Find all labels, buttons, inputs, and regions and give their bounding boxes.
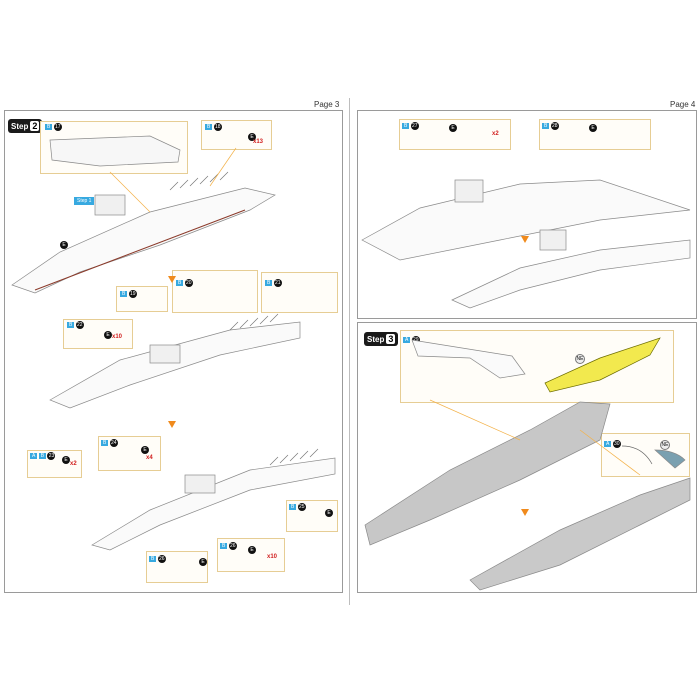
page-label-left: Page 3 [314,100,340,109]
step-3-tag: Step 3 [364,332,399,346]
sheet-e-marker: E [248,546,256,554]
step-number: 2 [30,121,40,131]
page-label-right: Page 4 [670,100,696,109]
callout-part-21 [261,272,338,313]
hull-part-30 [621,445,653,465]
quantity-x2: x2 [70,461,77,467]
step-word: Step [367,334,385,344]
carrier-island [149,344,181,364]
part-badge-30: A 30 [604,440,621,448]
part-badge-17: B 17 [45,123,62,131]
part-badge-24: B 24 [101,439,118,447]
callout-part-29 [400,330,674,403]
sheet-e-marker: E [60,241,68,249]
carrier-deck-middle [49,321,301,409]
callout-part-24 [98,436,161,471]
sheet-e-marker: E [141,446,149,454]
down-arrow [168,276,176,283]
part-badge-22: B 22 [67,321,84,329]
flight-deck-part [49,135,181,167]
hull-yellow-section [544,337,661,393]
part-badge-26: B 26 [149,555,166,563]
carrier-island [454,179,484,203]
sheet-e-marker: E [62,456,70,464]
step-number: 3 [386,334,396,344]
part-badge-21: B 21 [265,279,282,287]
callout-part-26b [217,538,285,572]
sheet-e-marker: E [449,124,457,132]
part-badge-23: A B 23 [30,452,56,460]
hull-part-29 [411,339,526,379]
sheet-e-marker: E [589,124,597,132]
down-arrow [521,509,529,516]
carrier-deck-p4-bottom [451,239,691,309]
sheet-e-marker: E [104,331,112,339]
quantity-x10: x10 [112,334,123,340]
down-arrow [521,236,529,243]
carrier-island [94,194,126,216]
part-badge-25: B 25 [289,503,306,511]
step-word: Step [11,121,29,131]
carrier-deck-bottom [91,457,336,551]
hull-assembly-lower [469,477,691,591]
part-badge-29: A 29 [403,336,420,344]
carrier-deck-top [11,187,276,294]
part-badge-26b: B 26 [220,542,237,550]
carrier-island [184,474,216,494]
quantity-x4: x4 [146,455,153,461]
sub-step-1-label: Step 1 [74,197,95,205]
page-divider [349,98,350,605]
sheet-ne-marker: NE [575,354,585,364]
leader-lines [109,147,641,476]
callout-part-19 [116,286,168,312]
part-badge-27: B 27 [402,122,419,130]
part-badge-19: B 19 [120,290,137,298]
sheet-ne-marker: NE [660,440,670,450]
down-arrow [168,421,176,428]
quantity-x2: x2 [492,131,499,137]
part-badge-20: B 20 [176,279,193,287]
direction-arrows [168,236,529,516]
sheet-e-marker: E [325,509,333,517]
callout-part-20 [172,270,258,313]
sheet-e-marker: E [248,133,256,141]
callout-part-22 [63,319,133,349]
hull-part-30-grey [654,449,686,469]
part-badge-18: B 18 [205,123,222,131]
callout-part-18 [201,120,272,150]
hull-assembly-upper [364,401,611,546]
carrier-island [539,229,567,251]
part-badge-28: B 28 [542,122,559,130]
step-2-tag: Step 2 [8,119,43,133]
sheet-e-marker: E [199,558,207,566]
quantity-x13: x13 [253,139,264,145]
carrier-deck-p4-top [361,179,691,261]
quantity-x10: x10 [267,554,278,560]
